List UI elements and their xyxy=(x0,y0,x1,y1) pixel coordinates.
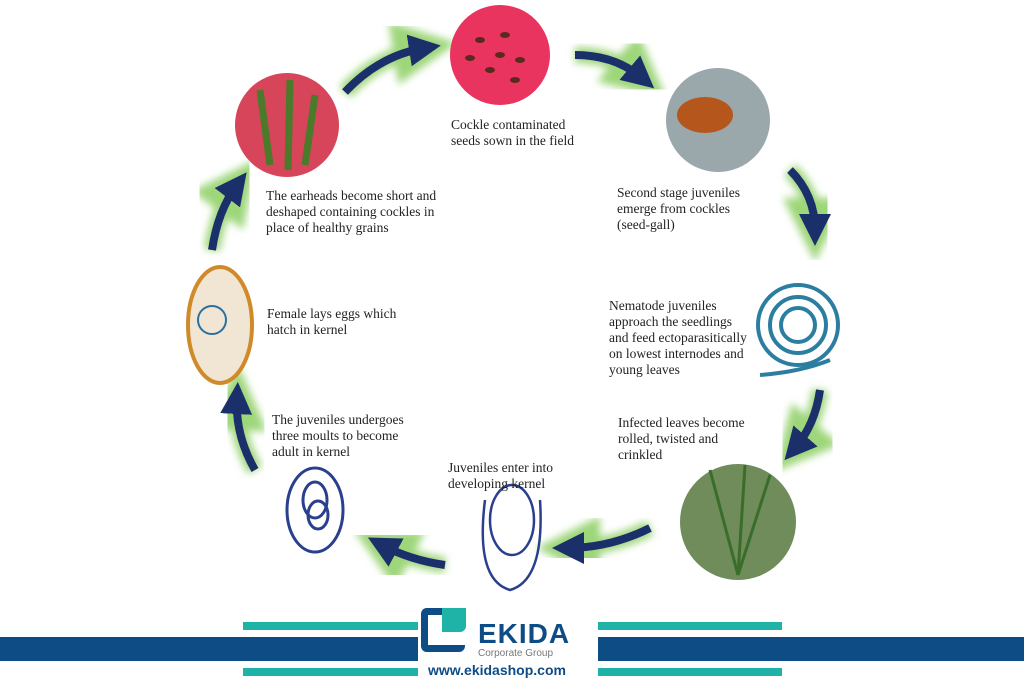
infected-plant-image xyxy=(680,464,796,580)
juvenile-moult-image xyxy=(285,466,345,554)
cycle-arrow xyxy=(787,167,831,246)
cycle-arrow xyxy=(342,34,441,95)
step-leaves-label: Infected leaves become rolled, twisted a… xyxy=(618,415,745,462)
cycle-arrow xyxy=(574,51,655,89)
cycle-arrow xyxy=(784,389,824,461)
cycle-arrow xyxy=(220,382,259,472)
brand-name: EKIDA xyxy=(478,618,571,649)
cycle-arrow xyxy=(552,524,652,564)
kernel-image xyxy=(481,483,542,592)
step-emerge-label: Second stage juveniles emerge from cockl… xyxy=(617,185,740,232)
cycle-arrow xyxy=(367,537,446,569)
step-moults-label: The juveniles undergoes three moults to … xyxy=(272,412,404,459)
cycle-arrow xyxy=(208,172,247,251)
step-seeds-label: Cockle contaminated seeds sown in the fi… xyxy=(451,117,574,148)
step-enter-label: Juveniles enter into developing kernel xyxy=(448,460,553,491)
step-approach-label: Nematode juveniles approach the seedling… xyxy=(609,298,747,377)
egg-kernel-image xyxy=(186,265,254,385)
brand-tagline: Corporate Group xyxy=(478,648,554,659)
ekida-logo-icon xyxy=(421,608,466,652)
step-eggs-label: Female lays eggs which hatch in kernel xyxy=(267,306,397,337)
step-earheads-label: The earheads become short and deshaped c… xyxy=(266,188,437,235)
website-link[interactable]: www.ekidashop.com xyxy=(428,662,566,678)
nematode-coil-image xyxy=(756,283,840,377)
